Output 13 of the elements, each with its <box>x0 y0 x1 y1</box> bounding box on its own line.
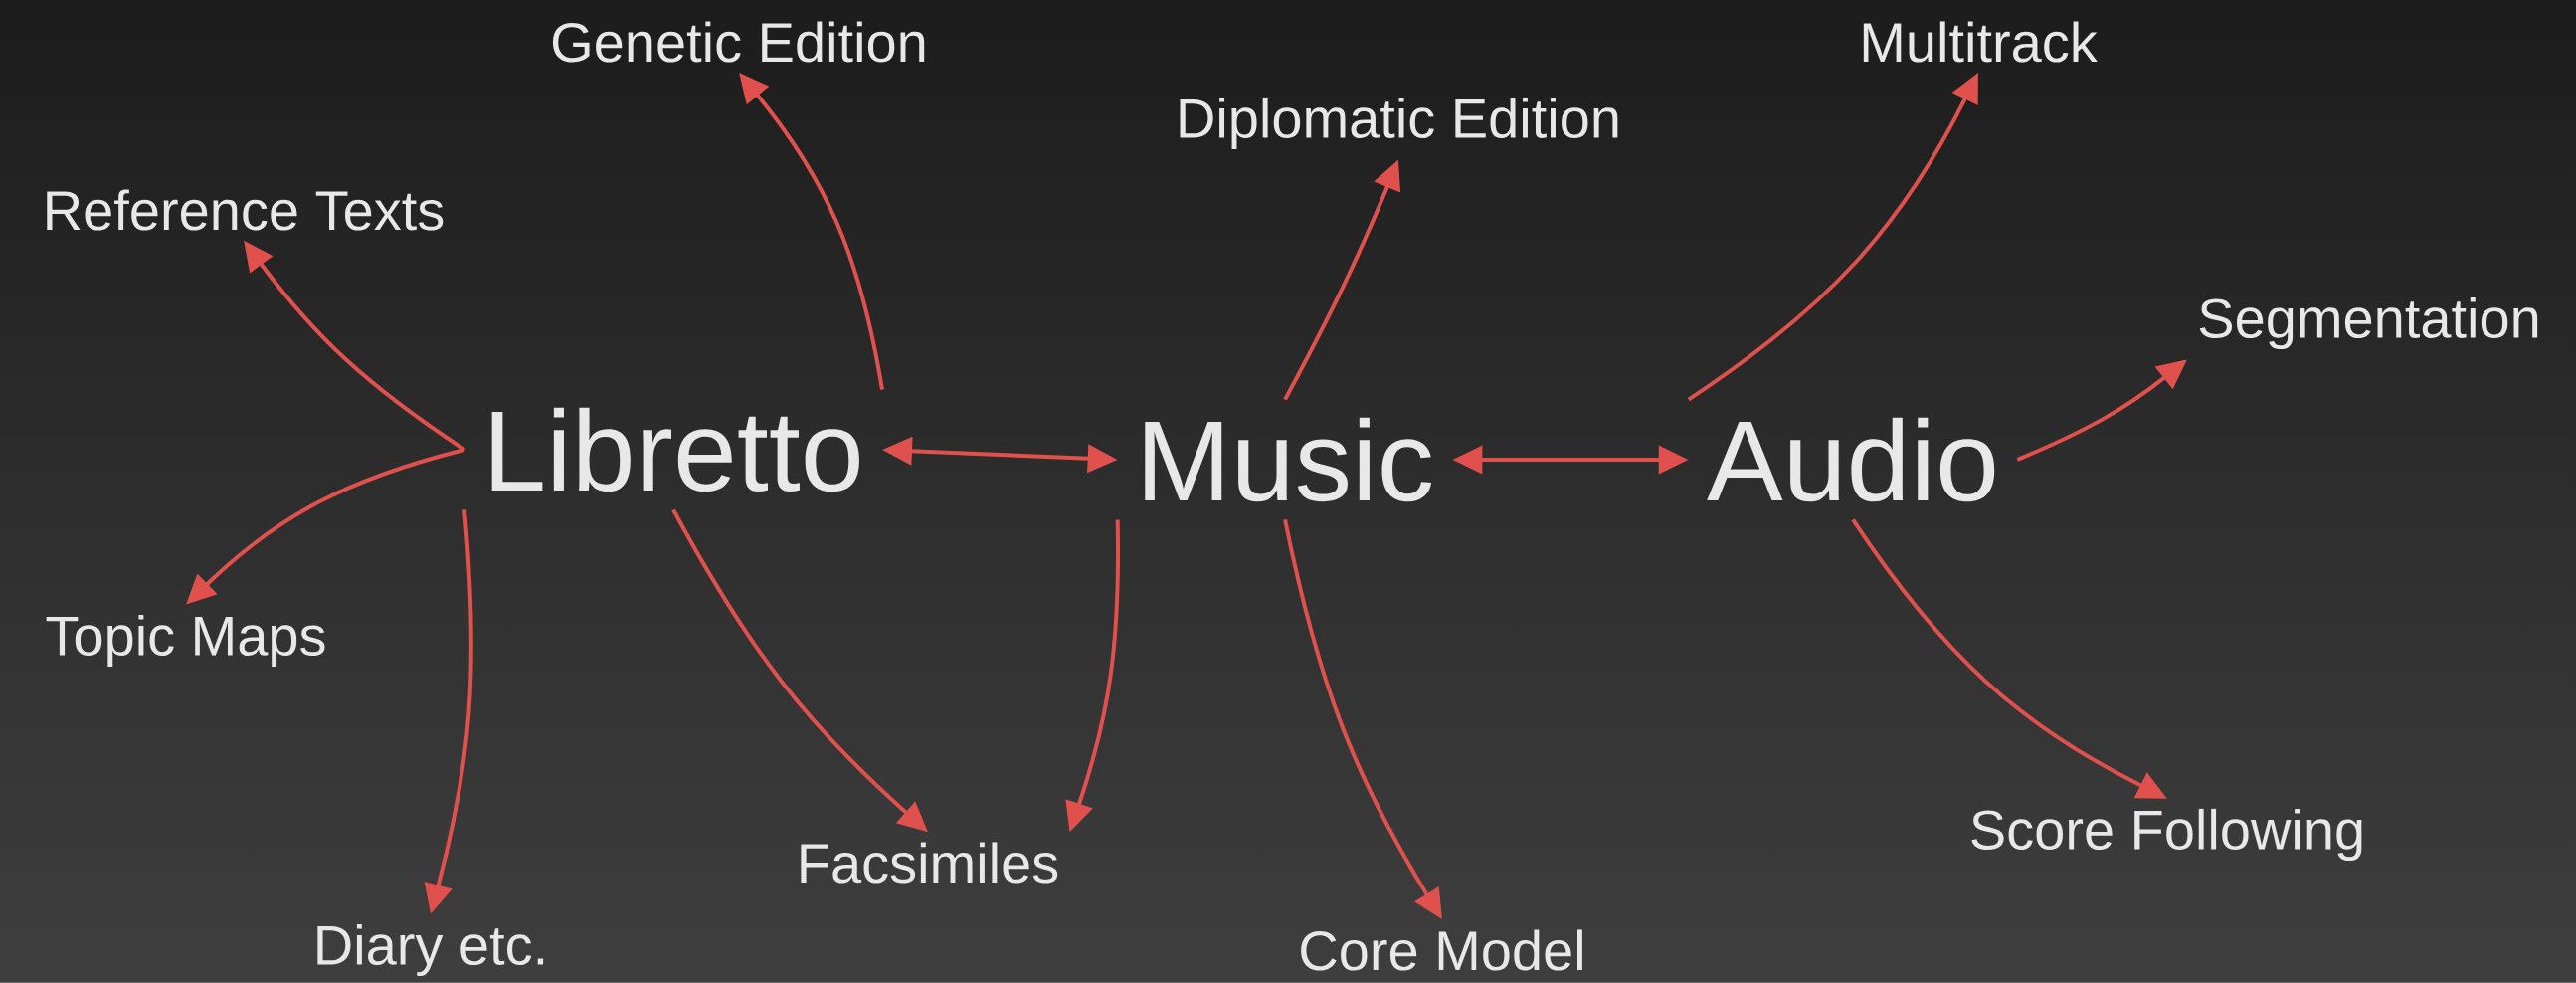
topic-label: Topic Maps <box>46 614 325 668</box>
topic-label: Multitrack <box>1863 21 2098 63</box>
topic-label: Score Following <box>1971 808 2362 862</box>
topic-label: Diplomatic Edition <box>1180 97 1618 150</box>
topic-label: Facsimiles <box>801 842 1058 884</box>
topic-label: Diary etc. <box>317 923 544 977</box>
topic-label: Segmentation <box>2199 296 2538 350</box>
topic-label: Core Model <box>1301 929 1582 971</box>
topic-label: Genetic Edition <box>552 21 925 63</box>
main-topic: Audio <box>1707 417 1995 502</box>
topic-label: Reference Texts <box>47 189 444 231</box>
main-topic: Libretto <box>491 407 859 492</box>
main-topic: Music <box>1145 417 1432 502</box>
